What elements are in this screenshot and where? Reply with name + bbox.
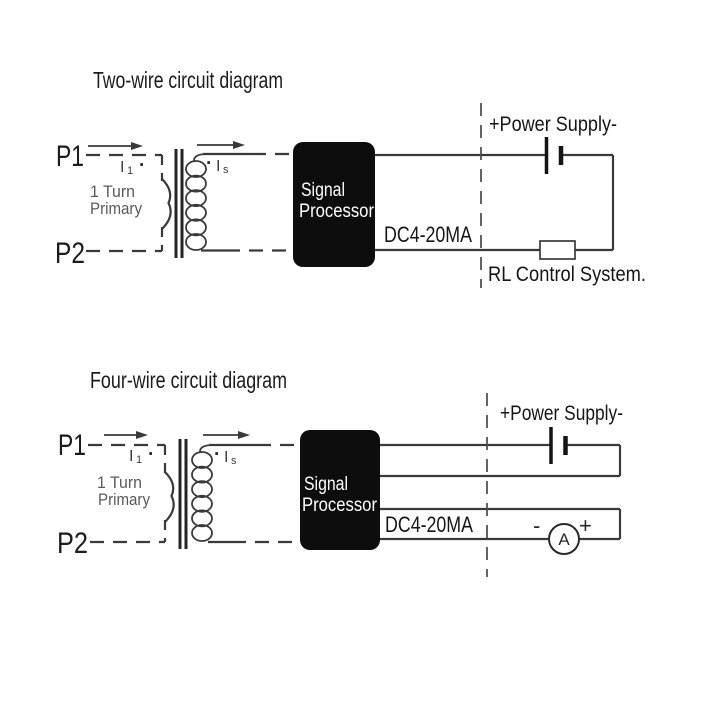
primary-polarity-dot: · (148, 444, 154, 465)
power-loop-wires (380, 443, 622, 478)
secondary-current-subscript: s (231, 455, 237, 467)
two-wire-title: Two-wire circuit diagram (93, 67, 283, 93)
primary-current-arrow (88, 142, 143, 150)
secondary-current-symbol: I (224, 449, 228, 466)
battery-symbol (544, 137, 564, 174)
secondary-leads (208, 443, 302, 544)
two-wire-diagram: Two-wire circuit diagram P1 P2 I 1 · 1 T… (55, 67, 646, 288)
secondary-coil (191, 444, 213, 542)
output-loop-wires (380, 507, 622, 541)
signal-processor-box (300, 430, 380, 550)
secondary-current-symbol: I (216, 158, 220, 175)
ammeter-minus-sign: - (533, 513, 540, 538)
winding-note-line2: Primary (98, 490, 150, 509)
secondary-current-subscript: s (223, 164, 229, 176)
load-resistor-box (539, 240, 576, 260)
secondary-polarity-dot: · (214, 444, 220, 465)
ammeter-plus-sign: + (579, 513, 592, 538)
winding-note-line2: Primary (90, 199, 142, 218)
secondary-polarity-dot: · (206, 153, 212, 174)
signal-processor-label-line1: Signal (304, 474, 348, 495)
output-signal-label: DC4-20MA (384, 222, 472, 247)
output-signal-label: DC4-20MA (385, 512, 473, 537)
primary-wires (88, 443, 175, 544)
winding-note-line1: 1 Turn (90, 182, 135, 201)
four-wire-title: Four-wire circuit diagram (90, 367, 287, 393)
primary-wires (86, 153, 172, 253)
terminal-p1-label: P1 (56, 140, 84, 173)
secondary-leads (201, 152, 295, 252)
battery-symbol (549, 427, 568, 464)
ammeter-symbol (548, 523, 580, 555)
primary-current-subscript: 1 (136, 454, 142, 466)
secondary-current-arrow (203, 431, 250, 439)
primary-current-symbol: I (129, 448, 133, 465)
load-label: RL Control System. (488, 263, 646, 286)
power-supply-label: +Power Supply- (500, 402, 623, 425)
power-supply-label: +Power Supply- (489, 113, 617, 136)
terminal-p1-label: P1 (58, 429, 86, 462)
signal-processor-box (293, 142, 375, 267)
transformer-core (174, 149, 184, 258)
signal-processor-label-line1: Signal (301, 180, 345, 201)
ammeter-label: A (558, 530, 570, 549)
secondary-current-arrow (197, 141, 245, 149)
terminal-p2-label: P2 (57, 527, 88, 560)
primary-current-symbol: I (120, 159, 124, 176)
winding-note-line1: 1 Turn (97, 473, 142, 492)
four-wire-diagram: Four-wire circuit diagram P1 P2 I 1 · 1 … (57, 367, 623, 577)
signal-processor-label-line2: Processor (299, 201, 375, 222)
output-loop-wires (375, 153, 615, 252)
secondary-coil (185, 153, 207, 251)
primary-current-arrow (104, 431, 148, 439)
terminal-p2-label: P2 (55, 237, 85, 270)
signal-processor-label-line2: Processor (302, 495, 378, 516)
transformer-core (178, 439, 188, 549)
primary-polarity-dot: · (139, 155, 145, 176)
primary-current-subscript: 1 (127, 165, 133, 177)
